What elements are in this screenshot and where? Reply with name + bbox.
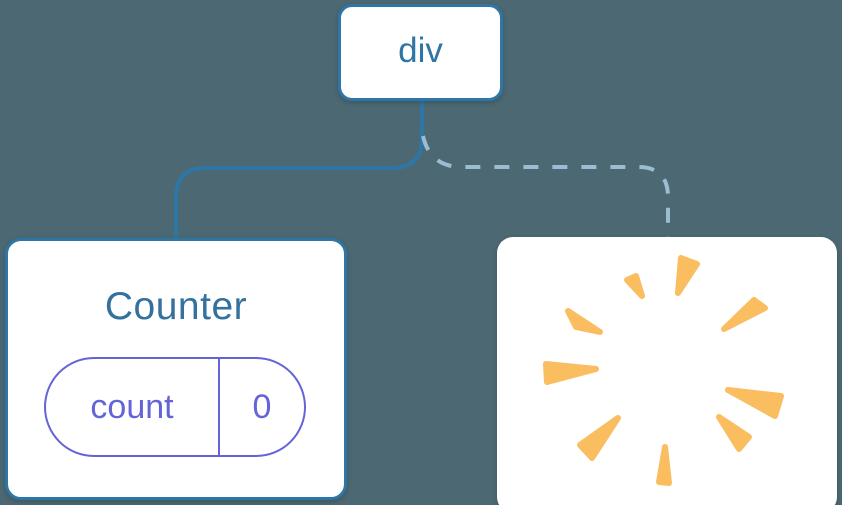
- solid-connector-line: [174, 101, 424, 240]
- poof-starburst-icon: [543, 255, 784, 486]
- tree-node-div-label: div: [398, 31, 443, 70]
- counter-component-card: Counter count 0: [5, 238, 347, 500]
- counter-title: Counter: [104, 285, 248, 328]
- state-key-label: count: [46, 359, 220, 455]
- state-pill: count 0: [44, 357, 306, 457]
- tree-node-div: div: [338, 4, 503, 101]
- state-value-label: 0: [252, 387, 272, 426]
- dashed-connector-line: [421, 135, 670, 239]
- removed-component-card: [497, 237, 837, 505]
